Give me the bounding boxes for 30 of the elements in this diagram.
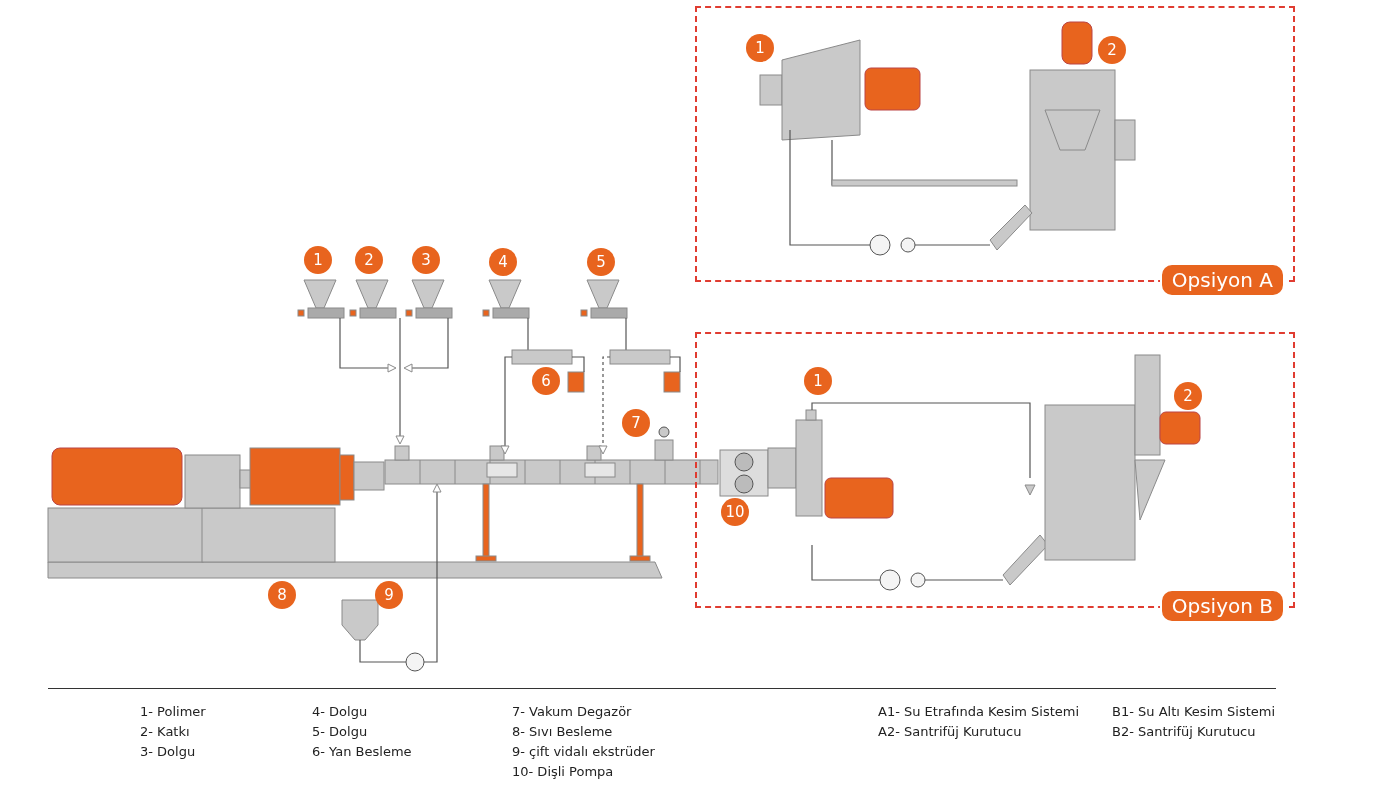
option-label: Opsiyon A bbox=[1159, 263, 1285, 297]
callout-number: 8 bbox=[268, 581, 296, 609]
legend-text: 6- Yan Besleme bbox=[312, 744, 412, 759]
legend-text: B1- Su Altı Kesim Sistemi bbox=[1112, 704, 1276, 719]
callout-number: 2 bbox=[1174, 382, 1202, 410]
callout-number: 2 bbox=[1098, 36, 1126, 64]
callout-number: 1 bbox=[304, 246, 332, 274]
callout-number: 10 bbox=[721, 498, 749, 526]
callout-number: 1 bbox=[746, 34, 774, 62]
legend-text: 5- Dolgu bbox=[312, 724, 368, 739]
legend-text: A1- Su Etrafında Kesim Sistemi bbox=[878, 704, 1080, 719]
legend-text: B2- Santrifüj Kurutucu bbox=[1112, 724, 1256, 739]
callout-number: 9 bbox=[375, 581, 403, 609]
legend-text: 3- Dolgu bbox=[140, 744, 196, 759]
legend-text: 4- Dolgu bbox=[312, 704, 368, 719]
callout-number: 2 bbox=[355, 246, 383, 274]
callout-number: 6 bbox=[532, 367, 560, 395]
legend-text: 8- Sıvı Besleme bbox=[512, 724, 613, 739]
legend-text: 2- Katkı bbox=[140, 724, 190, 739]
legend-text: 9- çift vidalı ekstrüder bbox=[512, 744, 655, 759]
option-label: Opsiyon B bbox=[1159, 589, 1285, 623]
callout-number: 7 bbox=[622, 409, 650, 437]
callout-number: 1 bbox=[804, 367, 832, 395]
legend-text: 1- Polimer bbox=[140, 704, 206, 719]
callout-number: 4 bbox=[489, 248, 517, 276]
callout-number: 3 bbox=[412, 246, 440, 274]
legend-text: A2- Santrifüj Kurutucu bbox=[878, 724, 1022, 739]
callout-number: 5 bbox=[587, 248, 615, 276]
legend-text: 10- Dişli Pompa bbox=[512, 764, 614, 779]
legend-text: 7- Vakum Degazör bbox=[512, 704, 632, 719]
